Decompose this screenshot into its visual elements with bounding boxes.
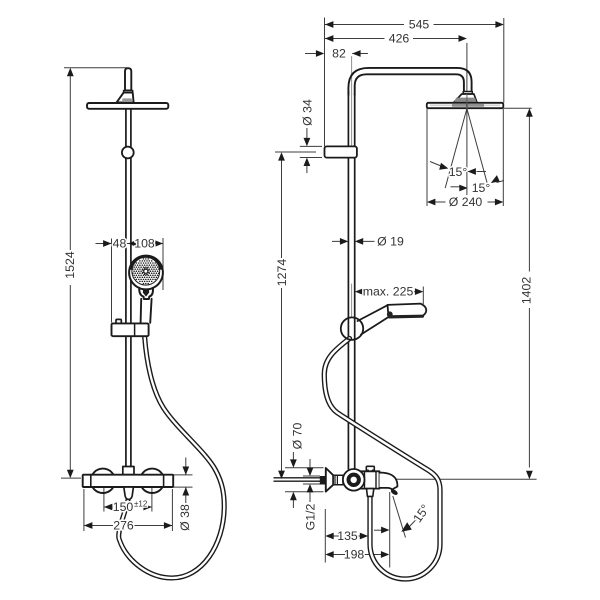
- svg-text:max. 225: max. 225: [363, 285, 414, 299]
- svg-text:Ø 19: Ø 19: [377, 234, 404, 248]
- svg-text:426: 426: [389, 31, 410, 45]
- svg-text:108: 108: [134, 237, 155, 251]
- svg-text:1524: 1524: [63, 251, 77, 279]
- svg-text:15°: 15°: [449, 165, 468, 179]
- svg-text:545: 545: [409, 17, 430, 31]
- svg-text:Ø 70: Ø 70: [290, 423, 304, 450]
- svg-text:±12: ±12: [134, 500, 148, 509]
- svg-text:276: 276: [113, 519, 134, 533]
- svg-text:1402: 1402: [519, 277, 533, 305]
- svg-text:48: 48: [113, 237, 127, 251]
- svg-text:Ø 240: Ø 240: [449, 195, 483, 209]
- svg-text:135: 135: [337, 529, 358, 543]
- svg-text:Ø 34: Ø 34: [301, 99, 315, 126]
- svg-text:82: 82: [332, 46, 346, 60]
- svg-text:1274: 1274: [275, 259, 289, 287]
- svg-text:15°: 15°: [472, 181, 491, 195]
- svg-text:G1/2: G1/2: [304, 504, 318, 531]
- svg-text:198: 198: [344, 548, 365, 562]
- svg-text:Ø 38: Ø 38: [178, 504, 192, 531]
- svg-text:150: 150: [113, 500, 134, 514]
